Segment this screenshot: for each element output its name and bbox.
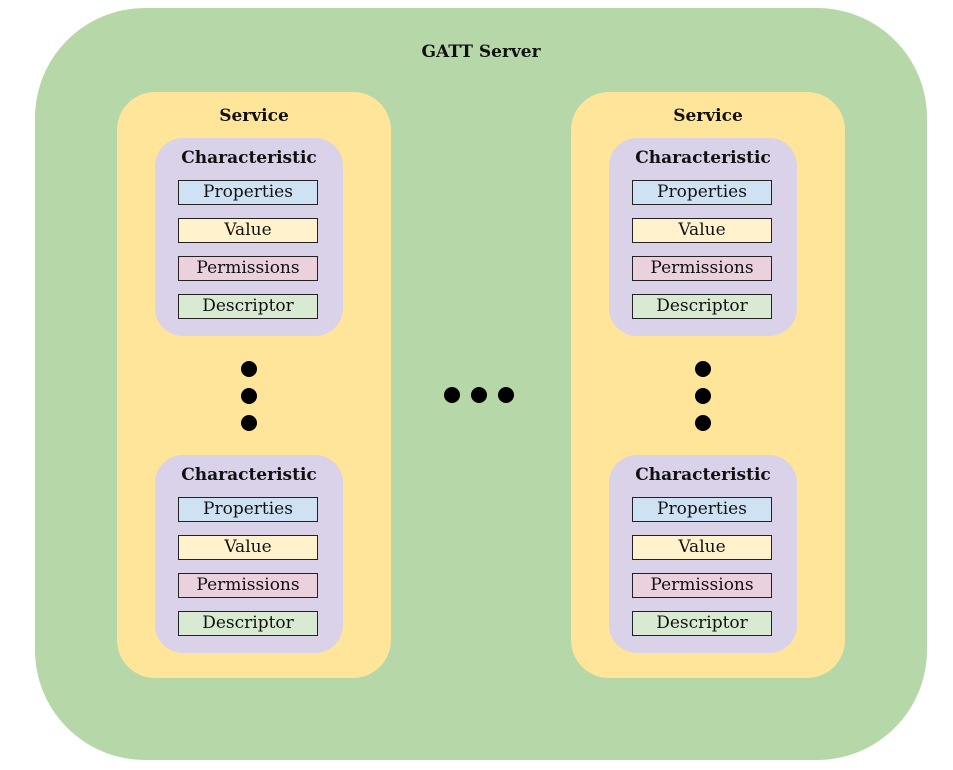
properties-box: Properties <box>178 180 318 205</box>
permissions-box: Permissions <box>632 573 772 598</box>
gatt-server-title: GATT Server <box>421 42 541 62</box>
characteristic: Characteristic Properties Value Permissi… <box>155 455 343 653</box>
descriptor-box: Descriptor <box>632 611 772 636</box>
descriptor-box: Descriptor <box>178 611 318 636</box>
gatt-server: GATT Server Service Characteristic Prope… <box>35 8 927 760</box>
properties-box: Properties <box>178 497 318 522</box>
ellipsis-dot <box>241 388 257 404</box>
ellipsis-dot <box>241 361 257 377</box>
ellipsis-dot <box>444 387 460 403</box>
ellipsis-dot <box>471 387 487 403</box>
characteristic-title: Characteristic <box>181 465 317 485</box>
characteristic: Characteristic Properties Value Permissi… <box>609 455 797 653</box>
service-right: Service Characteristic Properties Value … <box>571 92 845 678</box>
descriptor-box: Descriptor <box>178 294 318 319</box>
value-box: Value <box>632 535 772 560</box>
value-box: Value <box>632 218 772 243</box>
value-box: Value <box>178 218 318 243</box>
ellipsis-dot <box>695 361 711 377</box>
descriptor-box: Descriptor <box>632 294 772 319</box>
ellipsis-dot <box>498 387 514 403</box>
service-left: Service Characteristic Properties Value … <box>117 92 391 678</box>
service-title: Service <box>673 106 743 126</box>
permissions-box: Permissions <box>178 573 318 598</box>
characteristic-title: Characteristic <box>635 465 771 485</box>
ellipsis-dot <box>695 415 711 431</box>
service-title: Service <box>219 106 289 126</box>
characteristic-title: Characteristic <box>181 148 317 168</box>
properties-box: Properties <box>632 180 772 205</box>
value-box: Value <box>178 535 318 560</box>
permissions-box: Permissions <box>178 256 318 281</box>
ellipsis-dot <box>695 388 711 404</box>
characteristic: Characteristic Properties Value Permissi… <box>155 138 343 336</box>
permissions-box: Permissions <box>632 256 772 281</box>
characteristic-title: Characteristic <box>635 148 771 168</box>
ellipsis-dot <box>241 415 257 431</box>
properties-box: Properties <box>632 497 772 522</box>
characteristic: Characteristic Properties Value Permissi… <box>609 138 797 336</box>
